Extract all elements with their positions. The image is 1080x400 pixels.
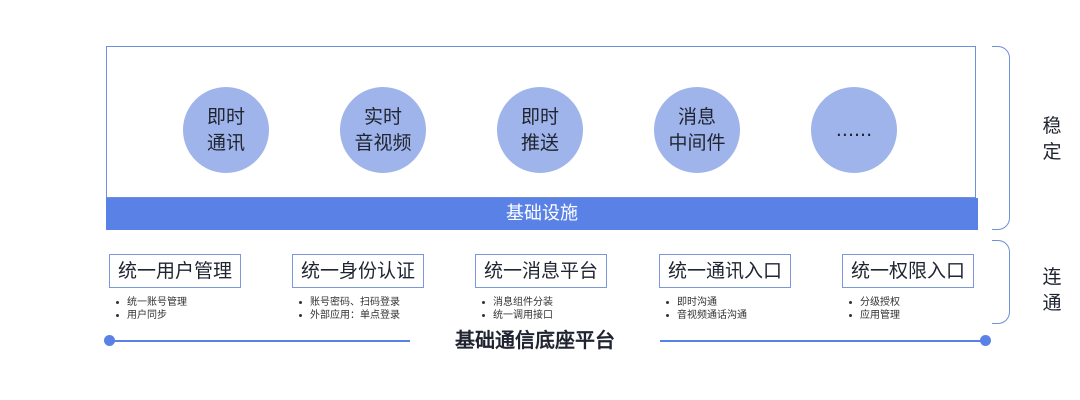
stable-label: 稳 定 [1042,115,1062,163]
stable-bracket [992,46,1010,230]
module-communication-entry: 统一通讯入口 即时沟通 音视频通话沟通 [659,254,792,322]
module-title: 统一身份认证 [292,254,425,288]
module-item: 消息组件分装 [481,296,607,309]
module-item-list: 即时沟通 音视频通话沟通 [665,296,791,322]
module-title: 统一通讯入口 [659,254,792,288]
service-realtime-av: 实时 音视频 [340,87,426,173]
service-more: ...... [811,87,897,173]
service-message-middleware: 消息 中间件 [654,87,740,173]
module-item: 外部应用：单点登录 [298,309,424,322]
module-item-list: 分级授权 应用管理 [848,296,974,322]
module-title: 统一用户管理 [109,254,242,288]
infrastructure-bar: 基础设施 [106,198,978,230]
module-item: 账号密码、扫码登录 [298,296,424,309]
connect-bracket [992,240,1010,324]
module-item-list: 消息组件分装 统一调用接口 [481,296,607,322]
module-item: 统一调用接口 [481,309,607,322]
module-item: 统一账号管理 [115,296,241,309]
module-user-management: 统一用户管理 统一账号管理 用户同步 [109,254,242,322]
module-item: 应用管理 [848,309,974,322]
infrastructure-box: 即时 通讯 实时 音视频 即时 推送 消息 中间件 ...... [106,46,976,198]
module-title: 统一消息平台 [475,254,608,288]
module-item: 用户同步 [115,309,241,322]
module-item-list: 账号密码、扫码登录 外部应用：单点登录 [298,296,424,322]
module-title: 统一权限入口 [842,254,975,288]
service-instant-push: 即时 推送 [497,87,583,173]
platform-line-start-dot [104,335,115,346]
module-item: 音视频通话沟通 [665,309,791,322]
module-item: 分级授权 [848,296,974,309]
module-identity-auth: 统一身份认证 账号密码、扫码登录 外部应用：单点登录 [292,254,425,322]
module-message-platform: 统一消息平台 消息组件分装 统一调用接口 [475,254,608,322]
module-item-list: 统一账号管理 用户同步 [115,296,241,322]
service-instant-messaging: 即时 通讯 [183,87,269,173]
platform-label: 基础通信底座平台 [410,324,660,356]
connect-label: 连 通 [1042,266,1062,314]
module-item: 即时沟通 [665,296,791,309]
module-permission-entry: 统一权限入口 分级授权 应用管理 [842,254,975,322]
platform-line-end-dot [980,335,991,346]
